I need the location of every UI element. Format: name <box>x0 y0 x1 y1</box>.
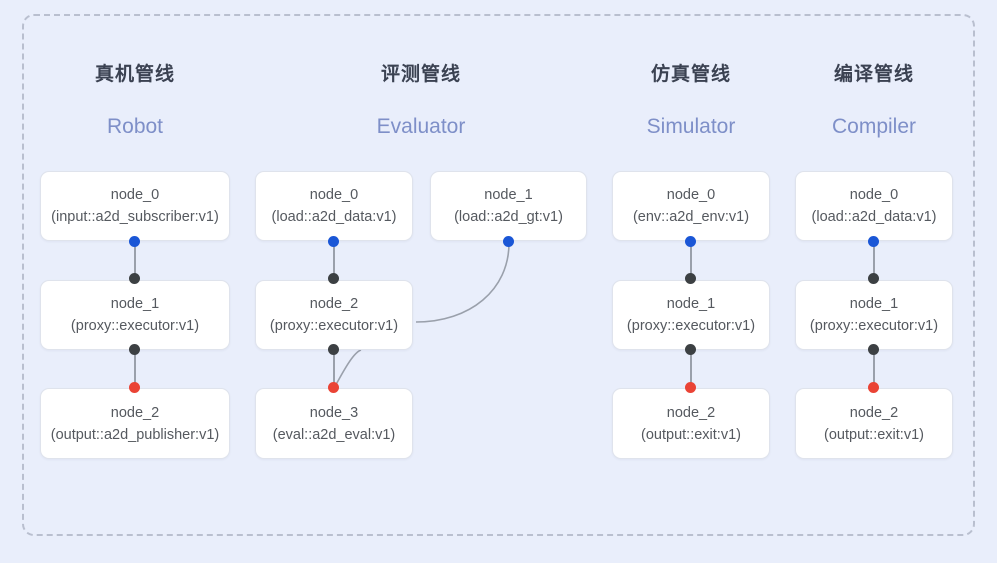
node-name: node_0 <box>666 187 716 203</box>
column-title-zh-simulator: 仿真管线 <box>650 64 731 85</box>
column-title-en-evaluator: Evaluator <box>376 115 466 138</box>
port-output-simulator-1[interactable] <box>685 344 696 355</box>
column-title-zh-compiler: 编译管线 <box>833 64 914 85</box>
node-name: node_2 <box>110 404 160 421</box>
port-output-simulator-0[interactable] <box>685 236 696 247</box>
column-title-zh-robot: 真机管线 <box>94 64 175 85</box>
node-name: node_2 <box>849 404 899 421</box>
port-input-evaluator-2[interactable] <box>328 273 339 284</box>
node-type: (load::a2d_data:v1) <box>271 209 397 225</box>
node-name: node_1 <box>110 296 160 312</box>
port-input-compiler-1[interactable] <box>868 273 879 284</box>
edge-simulator-0-1 <box>690 241 692 281</box>
node-evaluator-0[interactable]: node_0 (load::a2d_data:v1) <box>255 171 413 241</box>
column-header-simulator: 仿真管线 Simulator <box>612 62 770 140</box>
node-evaluator-2[interactable]: node_2 (proxy::executor:v1) <box>255 280 413 350</box>
port-input-robot-1[interactable] <box>129 273 140 284</box>
edge-robot-0-1 <box>134 241 136 281</box>
node-compiler-1[interactable]: node_1 (proxy::executor:v1) <box>795 280 953 350</box>
port-output-robot-0[interactable] <box>129 236 140 247</box>
edge-compiler-1-2 <box>873 350 875 389</box>
node-name: node_1 <box>849 296 899 312</box>
node-type: (env::a2d_env:v1) <box>632 209 750 225</box>
node-compiler-0[interactable]: node_0 (load::a2d_data:v1) <box>795 171 953 241</box>
node-name: node_0 <box>110 187 160 203</box>
node-name: node_2 <box>309 296 359 312</box>
port-terminal-evaluator-3[interactable] <box>328 382 339 393</box>
node-type: (output::exit:v1) <box>824 426 924 443</box>
node-type: (input::a2d_subscriber:v1) <box>51 209 219 225</box>
port-output-compiler-0[interactable] <box>868 236 879 247</box>
port-output-evaluator-1[interactable] <box>503 236 514 247</box>
edge-compiler-0-1 <box>873 241 875 281</box>
column-header-evaluator: 评测管线 Evaluator <box>341 62 501 140</box>
node-simulator-1[interactable]: node_1 (proxy::executor:v1) <box>612 280 770 350</box>
port-output-evaluator-0[interactable] <box>328 236 339 247</box>
column-header-compiler: 编译管线 Compiler <box>795 62 953 140</box>
port-terminal-robot-2[interactable] <box>129 382 140 393</box>
node-robot-1[interactable]: node_1 (proxy::executor:v1) <box>40 280 230 350</box>
node-name: node_0 <box>309 187 359 203</box>
node-simulator-2[interactable]: node_2 (output::exit:v1) <box>612 388 770 459</box>
node-type: (output::exit:v1) <box>641 426 741 443</box>
node-robot-2[interactable]: node_2 (output::a2d_publisher:v1) <box>40 388 230 459</box>
node-evaluator-1[interactable]: node_1 (load::a2d_gt:v1) <box>430 171 587 241</box>
node-type: (load::a2d_data:v1) <box>811 209 937 225</box>
node-type: (eval::a2d_eval:v1) <box>272 426 396 443</box>
node-name: node_0 <box>849 187 899 203</box>
pipeline-group-frame <box>22 14 975 536</box>
column-title-en-robot: Robot <box>106 115 164 138</box>
node-type: (proxy::executor:v1) <box>70 318 200 334</box>
column-title-zh-evaluator: 评测管线 <box>380 64 461 85</box>
node-evaluator-3[interactable]: node_3 (eval::a2d_eval:v1) <box>255 388 413 459</box>
edge-simulator-1-2 <box>690 350 692 389</box>
column-title-en-compiler: Compiler <box>831 115 917 138</box>
port-input-simulator-1[interactable] <box>685 273 696 284</box>
port-terminal-simulator-2[interactable] <box>685 382 696 393</box>
node-name: node_1 <box>484 187 533 203</box>
node-simulator-0[interactable]: node_0 (env::a2d_env:v1) <box>612 171 770 241</box>
edge-evaluator-0-2 <box>333 241 335 281</box>
node-name: node_3 <box>309 404 359 421</box>
port-output-evaluator-2[interactable] <box>328 344 339 355</box>
port-output-compiler-1[interactable] <box>868 344 879 355</box>
node-compiler-2[interactable]: node_2 (output::exit:v1) <box>795 388 953 459</box>
node-type: (proxy::executor:v1) <box>809 318 939 334</box>
port-terminal-compiler-2[interactable] <box>868 382 879 393</box>
port-output-robot-1[interactable] <box>129 344 140 355</box>
node-type: (load::a2d_gt:v1) <box>454 209 563 225</box>
node-name: node_1 <box>666 296 716 312</box>
node-robot-0[interactable]: node_0 (input::a2d_subscriber:v1) <box>40 171 230 241</box>
node-type: (output::a2d_publisher:v1) <box>50 426 220 443</box>
column-title-en-simulator: Simulator <box>646 115 736 138</box>
node-type: (proxy::executor:v1) <box>626 318 756 334</box>
node-name: node_2 <box>666 404 716 421</box>
edge-robot-1-2 <box>134 350 136 389</box>
node-type: (proxy::executor:v1) <box>269 318 399 334</box>
column-header-robot: 真机管线 Robot <box>40 62 230 140</box>
